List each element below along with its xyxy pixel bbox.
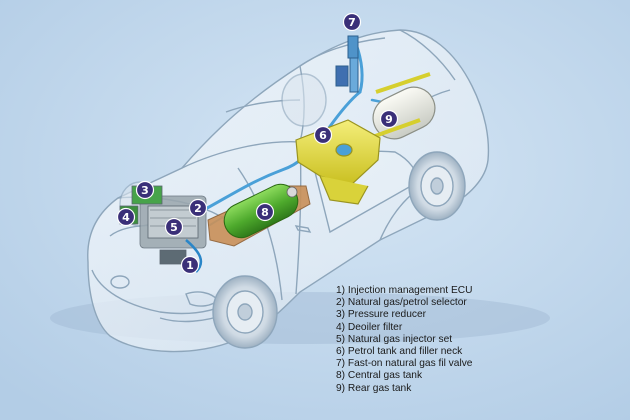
callout-marker-7: 7 [342, 12, 362, 32]
wheels [119, 73, 466, 349]
legend-item: 8) Central gas tank [336, 370, 423, 382]
callout-number: 9 [385, 113, 393, 126]
legend-item: 1) Injection management ECU [336, 285, 473, 296]
callout-marker-2: 2 [188, 198, 208, 218]
legend-item: 3) Pressure reducer [336, 309, 427, 321]
callout-marker-6: 6 [313, 125, 333, 145]
callout-number: 7 [348, 16, 356, 29]
callout-marker-1: 1 [180, 255, 200, 275]
callout-marker-9: 9 [379, 109, 399, 129]
legend-item: 2) Natural gas/petrol selector [336, 297, 467, 309]
legend-item: 6) Petrol tank and filler neck [336, 346, 463, 358]
legend: 1) Injection management ECU 2) Natural g… [336, 285, 472, 395]
callout-marker-5: 5 [164, 217, 184, 237]
callout-marker-4: 4 [116, 207, 136, 227]
callout-number: 6 [319, 129, 327, 142]
callout-number: 2 [194, 202, 202, 215]
fill-valve [335, 35, 359, 93]
legend-item: 7) Fast-on natural gas fil valve [336, 358, 473, 370]
callout-markers: 1 2 3 4 5 6 7 [116, 12, 399, 275]
callout-marker-3: 3 [135, 180, 155, 200]
callout-number: 5 [170, 221, 178, 234]
callout-number: 3 [141, 184, 149, 197]
legend-item: 4) Deoiler filter [336, 321, 403, 333]
legend-item: 5) Natural gas injector set [336, 333, 453, 345]
callout-number: 4 [122, 211, 130, 224]
callout-marker-8: 8 [255, 202, 275, 222]
callout-number: 8 [261, 206, 269, 219]
callout-number: 1 [186, 259, 194, 272]
legend-item: 9) Rear gas tank [336, 382, 412, 394]
